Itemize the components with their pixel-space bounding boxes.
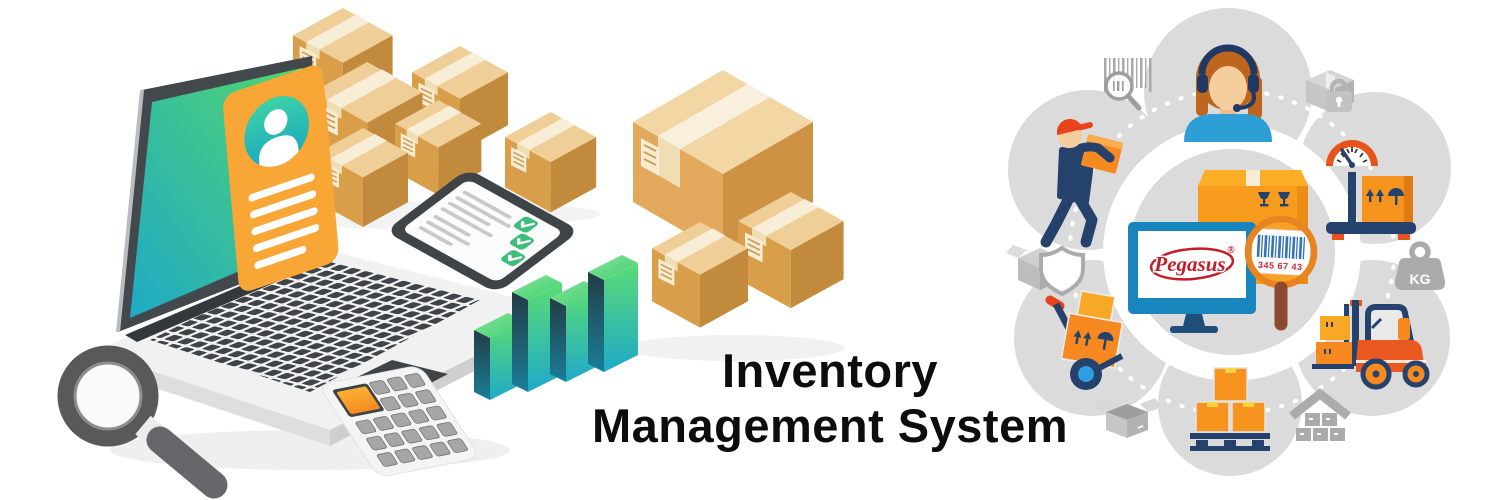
fragile-glass-icons	[1258, 192, 1290, 207]
left-illustration	[57, 7, 845, 499]
title-line-2: Management System	[591, 398, 1069, 452]
card-text-lines	[248, 173, 320, 269]
padlock-icon	[1326, 78, 1352, 112]
kg-label: KG	[1410, 271, 1431, 287]
hand-truck-boxes	[1060, 290, 1124, 369]
pegasus-monitor: Pegasus ®	[1128, 222, 1256, 333]
right-illustration: KG	[1006, 8, 1451, 476]
agent-shirt	[1184, 114, 1272, 142]
forklift-boxes	[1316, 316, 1352, 364]
warehouse-icon	[1289, 388, 1351, 441]
forklift	[1312, 300, 1430, 390]
calculator-display	[337, 386, 380, 415]
isometric-bar-chart	[474, 255, 638, 400]
hand-truck-with-boxes	[1045, 290, 1124, 390]
pallet	[1190, 433, 1270, 451]
user-profile-card	[223, 65, 339, 291]
large-shipping-boxes	[633, 70, 845, 329]
checklist-lines	[418, 190, 512, 246]
title-line-1: Inventory	[721, 344, 939, 397]
calculator	[322, 366, 477, 477]
headset-icon	[1198, 44, 1258, 75]
checkboxes	[501, 216, 538, 267]
laptop-keyboard	[150, 258, 480, 392]
delivery-worker	[1040, 119, 1124, 248]
barcode-magnifier: 345 67 43	[1244, 215, 1318, 331]
barcode-digits: 345 67 43	[1258, 260, 1303, 272]
pegasus-logo-text: Pegasus	[1153, 252, 1225, 276]
pegasus-logo-swoosh	[1149, 247, 1235, 281]
barcode-scan-icon	[1104, 58, 1152, 111]
box-with-shield-icon	[1006, 245, 1085, 297]
banner-title: Inventory Management System	[520, 344, 1140, 454]
pallet-with-boxes	[1190, 367, 1270, 451]
registered-mark: ®	[1227, 245, 1235, 256]
locked-parcel-icon	[1306, 70, 1354, 112]
open-box-icon	[1092, 398, 1162, 438]
scale-box	[1362, 176, 1406, 222]
checklist-tablet	[391, 172, 574, 290]
person-icon	[259, 109, 300, 174]
calculator-keys	[355, 373, 468, 467]
weighing-scale	[1326, 140, 1416, 240]
shield-icon	[1039, 245, 1085, 297]
kg-weight-icon: KG	[1394, 241, 1446, 290]
barcode	[1256, 234, 1306, 260]
magnifying-glass	[57, 345, 228, 499]
customer-support-agent	[1184, 44, 1272, 142]
